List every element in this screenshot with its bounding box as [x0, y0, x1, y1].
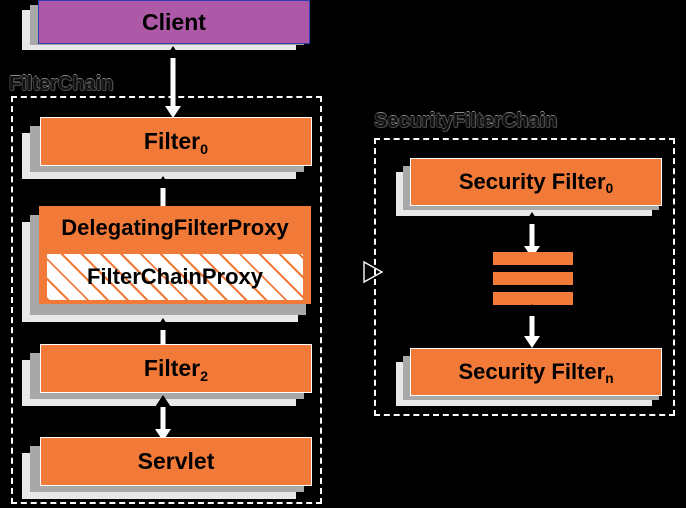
security-filter-n-box[interactable]: Security Filtern	[410, 348, 662, 396]
security-filter-n-label: Security Filtern	[458, 359, 614, 387]
arrowhead-up	[155, 395, 171, 407]
arrow-shaft	[529, 312, 535, 342]
node-delegating-filter-proxy[interactable]: DelegatingFilterProxy FilterChainProxy	[22, 206, 311, 322]
ellipsis-bar-2	[493, 272, 573, 285]
node-servlet[interactable]: Servlet	[22, 437, 312, 499]
arrow-shaft	[170, 54, 176, 112]
filter-chain-proxy-box[interactable]: FilterChainProxy	[46, 253, 304, 301]
security-filter-0-label: Security Filter0	[458, 169, 614, 197]
security-filter-n-subscript: n	[605, 371, 614, 387]
connector-ellipsis-to-secfiltern	[521, 304, 543, 352]
filter2-subscript: 2	[200, 368, 209, 385]
filter-chain-proxy-label: FilterChainProxy	[86, 264, 264, 289]
group-filter-chain-label: FilterChain	[9, 73, 114, 95]
servlet-label: Servlet	[137, 448, 215, 474]
arrow-shaft	[160, 184, 166, 222]
connector-proxy-to-security-chain	[363, 260, 384, 284]
arrowhead-down	[524, 336, 540, 348]
arrowhead-up	[524, 212, 540, 224]
group-security-filter-chain	[374, 138, 675, 416]
filter2-label: Filter2	[143, 355, 209, 385]
ellipsis-bar-1	[493, 252, 573, 265]
delegating-filter-proxy-label: DelegatingFilterProxy	[61, 215, 289, 240]
arrow-shaft	[529, 220, 535, 252]
connector-filter2-to-servlet	[152, 395, 174, 443]
arrowhead-up	[165, 46, 181, 58]
security-filter-0-subscript: 0	[605, 181, 614, 197]
filter2-box[interactable]: Filter2	[40, 344, 312, 393]
delegating-filter-proxy-box[interactable]: DelegatingFilterProxy FilterChainProxy	[39, 206, 311, 304]
servlet-box[interactable]: Servlet	[40, 437, 312, 486]
client-label: Client	[142, 8, 206, 35]
arrowhead-up	[155, 318, 171, 330]
node-client[interactable]: Client	[22, 0, 310, 50]
group-security-filter-chain-label: SecurityFilterChain	[374, 110, 558, 132]
connector-client-to-filter0	[162, 46, 184, 118]
arrowhead-up	[524, 304, 540, 316]
arrow-shaft	[160, 326, 166, 360]
security-filter-0-box[interactable]: Security Filter0	[410, 158, 662, 206]
node-security-filter-0[interactable]: Security Filter0	[396, 158, 662, 216]
arrowhead-down	[165, 106, 181, 118]
arrowhead-right	[363, 260, 384, 284]
node-filter-2[interactable]: Filter2	[22, 344, 312, 406]
client-box[interactable]: Client	[38, 0, 310, 44]
node-security-filter-n[interactable]: Security Filtern	[396, 348, 662, 406]
node-filter-0[interactable]: Filter0	[22, 117, 312, 179]
group-filter-chain	[11, 96, 322, 504]
arrowhead-up	[155, 176, 171, 188]
filter0-label: Filter0	[143, 128, 209, 158]
filter0-subscript: 0	[200, 141, 209, 158]
ellipsis-bar-3	[493, 292, 573, 305]
arrow-shaft	[160, 403, 166, 435]
filter0-box[interactable]: Filter0	[40, 117, 312, 166]
